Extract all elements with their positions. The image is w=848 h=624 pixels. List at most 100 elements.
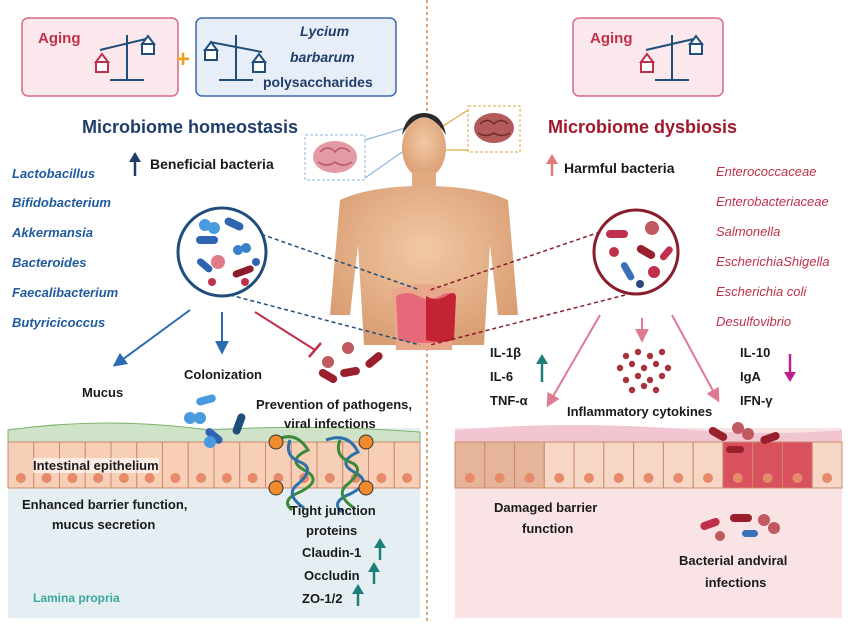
colonizing-bacteria xyxy=(184,394,246,448)
infection-line-2: infections xyxy=(705,575,767,590)
mucus-label: Mucus xyxy=(82,385,124,400)
cytokine-dot xyxy=(652,360,660,368)
cell-nucleus xyxy=(613,473,624,483)
cell-nucleus xyxy=(247,473,258,483)
harmful-bacterium: Escherichia coli xyxy=(716,284,807,299)
cell-nucleus xyxy=(93,473,104,483)
beneficial-bacterium: Bacteroides xyxy=(12,255,87,270)
beneficial-bacterium: Faecalibacterium xyxy=(12,285,119,300)
harmful-bacterium: Salmonella xyxy=(716,224,781,239)
cytokine-down-3: IFN-γ xyxy=(740,393,773,408)
cell-nucleus xyxy=(41,473,52,483)
cytokine-dot xyxy=(634,372,642,380)
lbp-box xyxy=(195,17,397,97)
barrier-line-2: mucus secretion xyxy=(52,517,156,532)
cell-nucleus xyxy=(376,473,387,483)
cytokine-dot xyxy=(658,348,666,356)
barrier-line-1: Enhanced barrier function, xyxy=(22,497,188,512)
cytokine-dot xyxy=(652,386,660,394)
tight-line-1: Tight junction xyxy=(290,503,376,518)
scale-icon-left xyxy=(94,34,156,81)
harmful-bacterium: Enterobacteriaceae xyxy=(716,194,829,209)
scale-icon-lbp xyxy=(203,35,267,81)
gut-link-left-bottom xyxy=(229,294,421,346)
cell-nucleus xyxy=(792,473,803,483)
beneficial-bacterium: Lactobacillus xyxy=(12,166,96,181)
cell-nucleus xyxy=(703,473,714,483)
beneficial-label: Beneficial bacteria xyxy=(150,156,274,172)
invading-bacteria xyxy=(708,422,780,453)
up-arrow-zo xyxy=(352,584,364,606)
beneficial-bacterium: Akkermansia xyxy=(12,225,93,240)
cytokine-dot xyxy=(622,376,630,384)
cell-nucleus xyxy=(221,473,232,483)
down-arrow-cytokines xyxy=(784,354,796,382)
cytokine-dots xyxy=(616,348,672,394)
harmful-bacterium: EscherichiaShigella xyxy=(716,254,830,269)
brain-icon-left xyxy=(313,141,357,173)
harmful-label: Harmful bacteria xyxy=(564,160,675,176)
plus-sign: + xyxy=(176,46,191,73)
cell-nucleus xyxy=(402,473,413,483)
human-figure xyxy=(330,113,518,350)
bacteria-circle-left xyxy=(176,206,268,298)
cytokine-dot xyxy=(622,352,630,360)
mucus-layer-right xyxy=(455,425,842,442)
cytokine-dot xyxy=(628,360,636,368)
cell-nucleus xyxy=(15,473,26,483)
prevention-line-2: viral infections xyxy=(284,416,376,431)
cytokine-dot xyxy=(640,382,648,390)
heading-homeostasis: Microbiome homeostasis xyxy=(82,117,299,137)
colonization-label: Colonization xyxy=(184,367,262,382)
epithelium-right xyxy=(454,441,843,489)
cytokine-down-1: IL-10 xyxy=(740,345,771,360)
aging-label-left: Aging xyxy=(38,30,81,47)
lbp-line-3: polysaccharides xyxy=(263,74,373,90)
gut-link-right-top xyxy=(429,231,601,291)
cell-nucleus xyxy=(170,473,181,483)
cell-nucleus xyxy=(554,473,565,483)
cell-nucleus xyxy=(673,473,684,483)
damaged-line-2: function xyxy=(522,521,574,536)
cell-nucleus xyxy=(196,473,207,483)
brain-connector-left-2 xyxy=(364,149,406,179)
arrow-damage xyxy=(546,314,601,408)
cell-nucleus xyxy=(118,473,129,483)
cytokine-up-2: IL-6 xyxy=(490,369,514,384)
up-arrow-claudin xyxy=(374,538,386,560)
cell-nucleus xyxy=(273,473,284,483)
damaged-line-1: Damaged barrier xyxy=(494,500,598,515)
bacteria-circle-right xyxy=(592,208,680,296)
beneficial-bacterium: Bifidobacterium xyxy=(12,195,111,210)
cytokine-dot xyxy=(658,372,666,380)
infection-line-1: Bacterial andviral xyxy=(679,553,788,568)
brain-connector-right xyxy=(439,109,469,129)
cell-nucleus xyxy=(822,473,833,483)
cytokine-down-2: IgA xyxy=(740,369,761,384)
harmful-bacterium: Enterococcaceae xyxy=(716,164,817,179)
cell-nucleus xyxy=(464,473,475,483)
cell-nucleus xyxy=(144,473,155,483)
beneficial-bacterium: Butyricicoccus xyxy=(12,315,106,330)
arrow-infection xyxy=(671,314,720,403)
up-arrow-cytokines xyxy=(536,354,548,382)
gut-link-right-bottom xyxy=(429,294,626,346)
up-arrow-occludin xyxy=(368,562,380,584)
occludin-label: Occludin xyxy=(304,568,360,583)
tight-junction-diagram xyxy=(268,434,374,514)
cell-nucleus xyxy=(67,473,78,483)
brain-box-right xyxy=(467,105,521,153)
prevention-line-1: Prevention of pathogens, xyxy=(256,397,413,412)
cell-nucleus xyxy=(524,473,535,483)
lamina-label: Lamina propria xyxy=(33,591,120,605)
arrow-mucus xyxy=(112,309,191,367)
harmful-bacterium: Desulfovibrio xyxy=(716,314,792,329)
brain-icon-right xyxy=(474,113,514,143)
claudin-label: Claudin-1 xyxy=(302,545,362,560)
lbp-line-1: Lycium xyxy=(300,23,350,39)
cytokine-dot xyxy=(646,352,654,360)
tight-line-2: proteins xyxy=(306,523,358,538)
zo-label: ZO-1/2 xyxy=(302,591,343,606)
cytokine-dot xyxy=(616,364,624,372)
